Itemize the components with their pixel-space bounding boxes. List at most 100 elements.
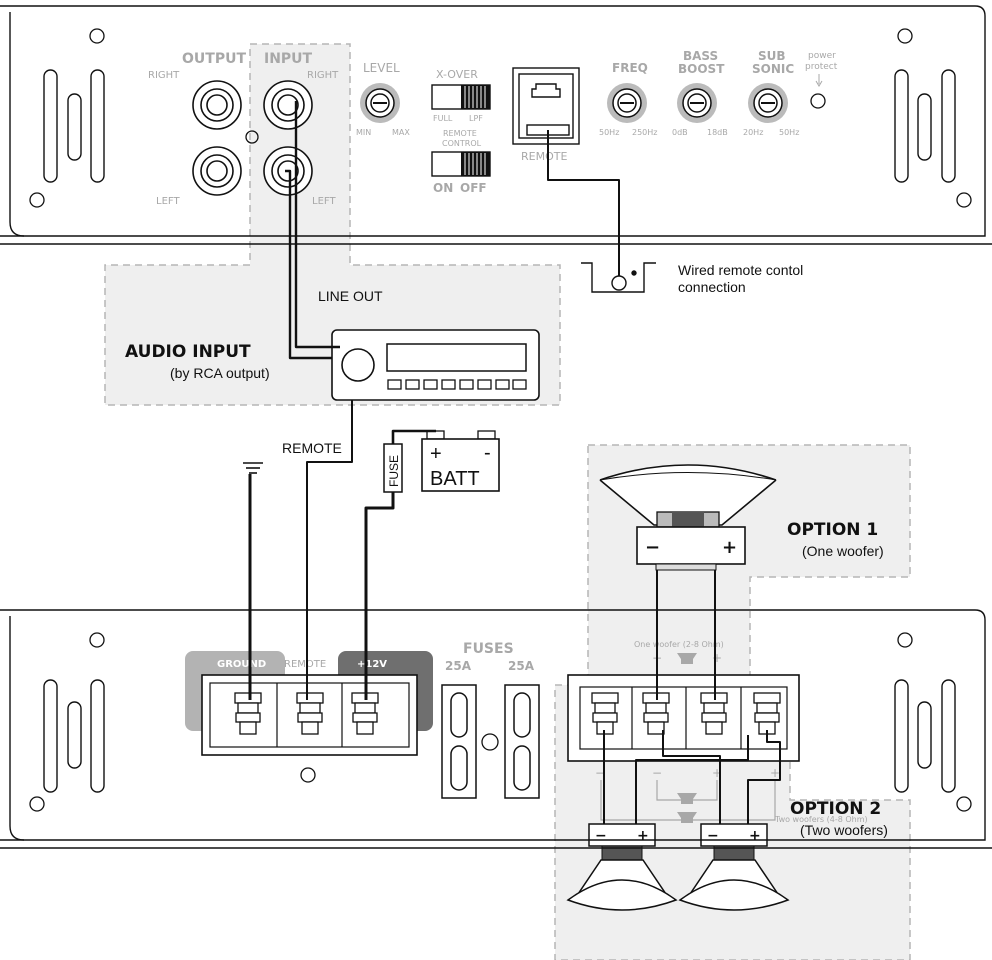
legend-woofer-icon-2 bbox=[677, 812, 697, 823]
audio-input-zone bbox=[104, 43, 561, 406]
freq-min-label: 50Hz bbox=[599, 128, 619, 137]
ground-terminal-screw[interactable] bbox=[234, 692, 262, 735]
woofer2a-plus: + bbox=[637, 828, 649, 844]
power-protect-arrow bbox=[815, 74, 823, 87]
battery-minus-label: - bbox=[484, 442, 491, 464]
woofer2a-minus: − bbox=[595, 828, 607, 844]
remote-control-label-1: REMOTE bbox=[443, 129, 477, 138]
bottom-amp-screws bbox=[29, 632, 972, 812]
remote-turn-on-wire bbox=[306, 400, 353, 700]
battery bbox=[421, 430, 500, 492]
option2-title: OPTION 2 bbox=[790, 799, 881, 819]
fuses-label: FUSES bbox=[463, 641, 514, 657]
legend-minus-2: − bbox=[652, 766, 662, 780]
rca-output-left-jack[interactable] bbox=[192, 146, 242, 196]
xover-switch[interactable] bbox=[431, 84, 491, 110]
woofer2b-plus: + bbox=[749, 828, 761, 844]
rca-right-wire bbox=[294, 101, 340, 349]
xover-lpf-label: LPF bbox=[469, 114, 483, 123]
fuse-a[interactable] bbox=[441, 684, 477, 799]
bottom-amp-chassis bbox=[0, 609, 992, 849]
remote-on-label: ON bbox=[433, 181, 453, 195]
head-unit-volume-knob bbox=[341, 348, 375, 382]
legend-woofer-icon-1 bbox=[677, 793, 697, 804]
option1-subtitle: (One woofer) bbox=[802, 543, 884, 559]
remote-terminal-screw[interactable] bbox=[296, 692, 324, 735]
two-woofers-label: Two woofers (4-8 Ohm) bbox=[774, 815, 868, 824]
audio-input-title: AUDIO INPUT bbox=[125, 342, 251, 362]
option2-wire-b bbox=[635, 735, 749, 824]
bass-boost-label-1: BASS bbox=[683, 49, 718, 63]
remote-control-switch[interactable] bbox=[431, 151, 491, 177]
top-vent-right bbox=[894, 69, 956, 183]
fuse-b[interactable] bbox=[504, 684, 540, 799]
line-out-label: LINE OUT bbox=[318, 288, 383, 304]
fuse-b-label: 25A bbox=[508, 659, 535, 673]
freq-max-label: 250Hz bbox=[632, 128, 657, 137]
legend-plus-1: + bbox=[712, 766, 722, 780]
output-label: OUTPUT bbox=[182, 51, 246, 67]
freq-label: FREQ bbox=[612, 61, 648, 75]
bass-min-label: 0dB bbox=[672, 128, 688, 137]
one-woofer-label: One woofer (2-8 Ohm) bbox=[634, 640, 724, 649]
freq-knob[interactable] bbox=[607, 83, 647, 123]
top-vent-left bbox=[43, 69, 105, 183]
remote-jack-wire bbox=[547, 130, 620, 276]
wired-remote-label-2: connection bbox=[678, 279, 746, 295]
power-protect-label-1: power bbox=[808, 51, 836, 61]
wires bbox=[248, 101, 781, 824]
woofer2b-minus: − bbox=[707, 828, 719, 844]
one-woofer-plus: + bbox=[712, 651, 722, 665]
ground-symbol bbox=[243, 462, 263, 474]
head-unit-display bbox=[386, 343, 527, 372]
rca-output-right-jack[interactable] bbox=[192, 80, 242, 130]
option2-subtitle: (Two woofers) bbox=[800, 822, 888, 838]
power-protect-label-2: protect bbox=[805, 62, 838, 72]
speaker-terminal-4[interactable] bbox=[753, 692, 781, 735]
bass-boost-label-2: BOOST bbox=[678, 62, 725, 76]
rca-input-right-jack[interactable] bbox=[263, 80, 313, 130]
level-label: LEVEL bbox=[363, 61, 400, 75]
option2-wire-c bbox=[662, 730, 721, 824]
subsonic-label-2: SONIC bbox=[752, 62, 794, 76]
audio-input-subtitle: (by RCA output) bbox=[170, 365, 270, 381]
ground-post bbox=[245, 130, 259, 144]
xover-full-label: FULL bbox=[433, 114, 453, 123]
remote-terminal-label: REMOTE bbox=[284, 659, 326, 670]
top-amplifier: OUTPUT INPUT RIGHT RIGHT LEFT LEFT LEVEL… bbox=[0, 5, 992, 245]
bass-boost-knob[interactable] bbox=[677, 83, 717, 123]
battery-label: BATT bbox=[430, 468, 480, 490]
input-right-label: RIGHT bbox=[307, 70, 339, 81]
legend-minus-1: − bbox=[595, 766, 605, 780]
bottom-vent-right bbox=[894, 679, 956, 793]
rca-left-wire bbox=[285, 169, 332, 360]
fuse-post bbox=[481, 733, 499, 751]
level-min-label: MIN bbox=[356, 128, 371, 137]
speaker-terminal-1[interactable] bbox=[591, 692, 619, 735]
subsonic-label-1: SUB bbox=[758, 49, 786, 63]
remote-jack-label: REMOTE bbox=[521, 150, 567, 163]
subsonic-knob[interactable] bbox=[748, 83, 788, 123]
fuse-a-label: 25A bbox=[445, 659, 472, 673]
option1-title: OPTION 1 bbox=[787, 520, 878, 540]
plus12v-label: +12V bbox=[357, 659, 387, 670]
remote-jack[interactable] bbox=[512, 67, 580, 145]
level-knob[interactable] bbox=[360, 83, 400, 123]
output-left-label: LEFT bbox=[156, 196, 180, 207]
one-woofer-icon bbox=[677, 653, 697, 664]
battery-fuse-wire bbox=[391, 429, 436, 444]
level-max-label: MAX bbox=[392, 128, 410, 137]
subsonic-min-label: 20Hz bbox=[743, 128, 763, 137]
legend-plus-2: + bbox=[770, 766, 780, 780]
ground-label: GROUND bbox=[217, 659, 266, 670]
head-unit bbox=[331, 329, 540, 401]
woofer1-minus: − bbox=[645, 537, 660, 558]
bottom-vent-left bbox=[43, 679, 105, 793]
remote-control-label-2: CONTROL bbox=[442, 139, 482, 148]
fuse-plus12v-wire bbox=[364, 492, 395, 700]
input-left-label: LEFT bbox=[312, 196, 336, 207]
wired-remote-label-1: Wired remote contol bbox=[678, 262, 803, 278]
power-protect-led bbox=[810, 93, 826, 109]
remote-off-label: OFF bbox=[460, 181, 487, 195]
